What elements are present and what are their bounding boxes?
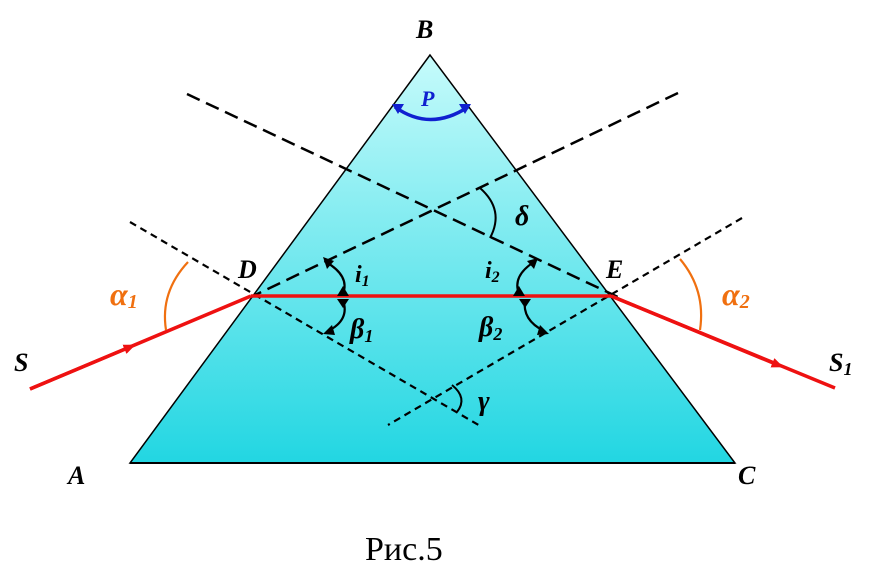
normal-line-left-face-long	[186, 92, 621, 300]
label-vertex-c: C	[738, 461, 756, 490]
label-alpha1: α1	[110, 276, 138, 313]
label-i1: i1	[355, 262, 370, 290]
normal-at-d	[129, 221, 483, 428]
i1-arrow-bottom	[337, 286, 349, 296]
i2-arrow-bottom	[513, 286, 525, 296]
alpha1-arc	[163, 261, 189, 331]
beta1-arrow-bottom	[323, 325, 335, 335]
delta-arc	[479, 187, 497, 239]
apex-angle-arc	[393, 105, 469, 122]
prism-triangle	[128, 53, 737, 464]
i2-arrow	[527, 258, 538, 269]
label-apex-angle: P	[420, 86, 435, 111]
label-delta: δ	[515, 201, 529, 232]
figure-caption: Рис.5	[365, 531, 443, 568]
incident-ray-arrow	[29, 347, 130, 391]
gamma-arc	[451, 384, 463, 413]
label-beta2: β2	[478, 312, 502, 344]
label-point-d: D	[237, 255, 257, 284]
apex-arc-arrow-left	[392, 104, 404, 114]
beta2-arrow	[519, 299, 531, 308]
label-point-e: E	[605, 255, 623, 284]
normal-line-right-face-long	[250, 91, 679, 299]
alpha2-arc	[679, 258, 703, 331]
label-beta1: β1	[349, 314, 373, 346]
emergent-ray-arrow	[610, 294, 778, 365]
i1-arrow	[323, 257, 334, 269]
label-vertex-a: A	[66, 461, 85, 490]
apex-arc-arrow-right	[459, 104, 471, 114]
label-i2: i2	[485, 258, 500, 286]
label-exit: S1	[829, 348, 852, 379]
normal-at-e	[387, 217, 743, 426]
label-source: S	[14, 348, 28, 377]
beta2-arrow-bottom	[537, 325, 549, 335]
label-vertex-b: B	[415, 15, 433, 44]
label-gamma: γ	[478, 386, 490, 417]
beta1-arrow	[337, 299, 349, 308]
label-alpha2: α2	[722, 276, 750, 313]
